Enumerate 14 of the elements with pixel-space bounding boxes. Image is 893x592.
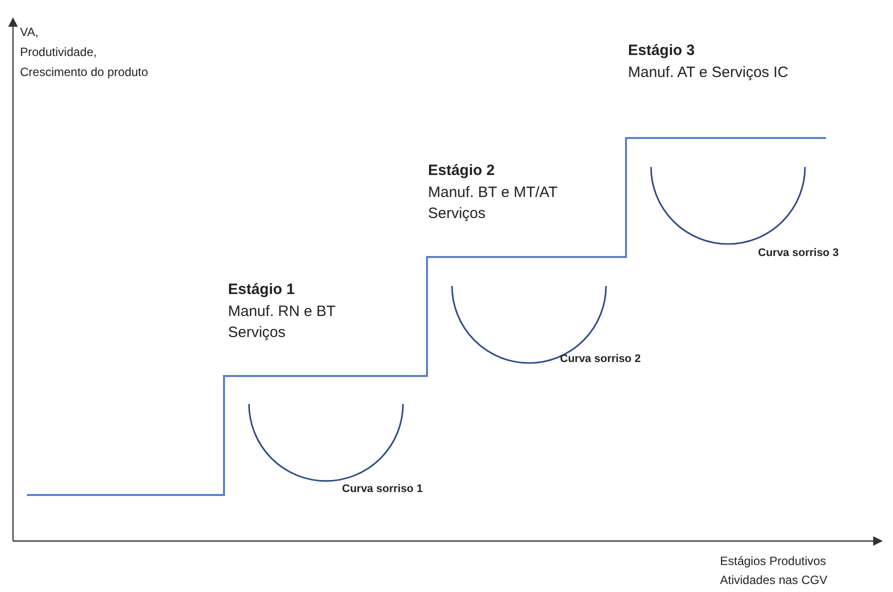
stage-heading: Estágio 3 [628, 41, 696, 61]
axis-title: Crescimento do produto [20, 64, 150, 81]
curve-label: Curva sorriso 2 [560, 352, 642, 367]
curve-label: Curva sorriso 3 [758, 246, 840, 261]
stage-description: Manuf. AT e Serviços IC [628, 63, 790, 83]
axis-title: Estágios Produtivos [720, 553, 828, 570]
axis-title: Produtividade, [20, 44, 98, 61]
stage-description: Manuf. BT e MT/AT Serviços [428, 183, 558, 224]
stage-description: Manuf. RN e BT Serviços [228, 302, 336, 343]
axis-title: Atividades nas CGV [720, 572, 828, 589]
curve-label: Curva sorriso 1 [342, 482, 424, 497]
axis-title: VA, [20, 24, 40, 41]
stage-heading: Estágio 2 [428, 161, 496, 181]
stage-heading: Estágio 1 [228, 280, 296, 300]
